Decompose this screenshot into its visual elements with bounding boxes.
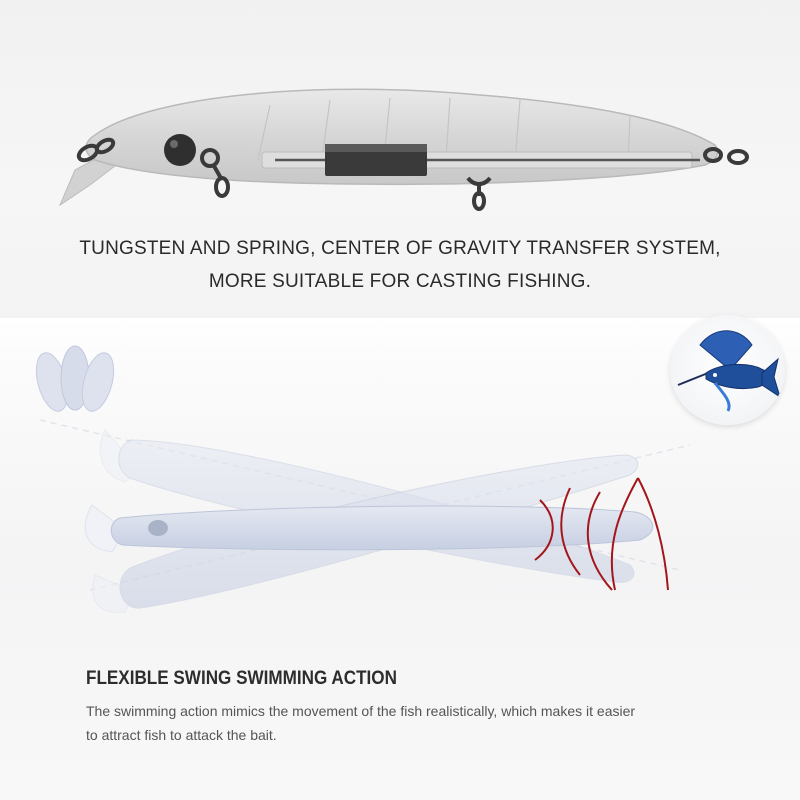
tail-hook-ring: [703, 147, 749, 165]
sailfish-badge: [670, 315, 785, 425]
description-line2: to attract fish to attack the bait.: [86, 727, 277, 743]
lure-main: [84, 504, 653, 553]
bottom-panel: [0, 318, 800, 800]
description-line1: The swimming action mimics the movement …: [86, 703, 636, 719]
feature-headline-line2: MORE SUITABLE FOR CASTING FISHING.: [208, 271, 592, 292]
lure-cutaway-illustration: [58, 88, 749, 211]
feature-headline-line1: TUNGSTEN AND SPRING, CENTER OF GRAVITY T…: [79, 238, 721, 259]
lure-color-swatches: [35, 345, 115, 412]
section-title: FLEXIBLE SWING SWIMMING ACTION: [86, 668, 397, 689]
sailfish-icon: [677, 330, 781, 412]
line-tie-ring: [76, 137, 116, 163]
swing-arc-lines: [534, 477, 669, 591]
front-hook-ring: [200, 148, 230, 198]
middle-hook-ring: [466, 176, 492, 211]
